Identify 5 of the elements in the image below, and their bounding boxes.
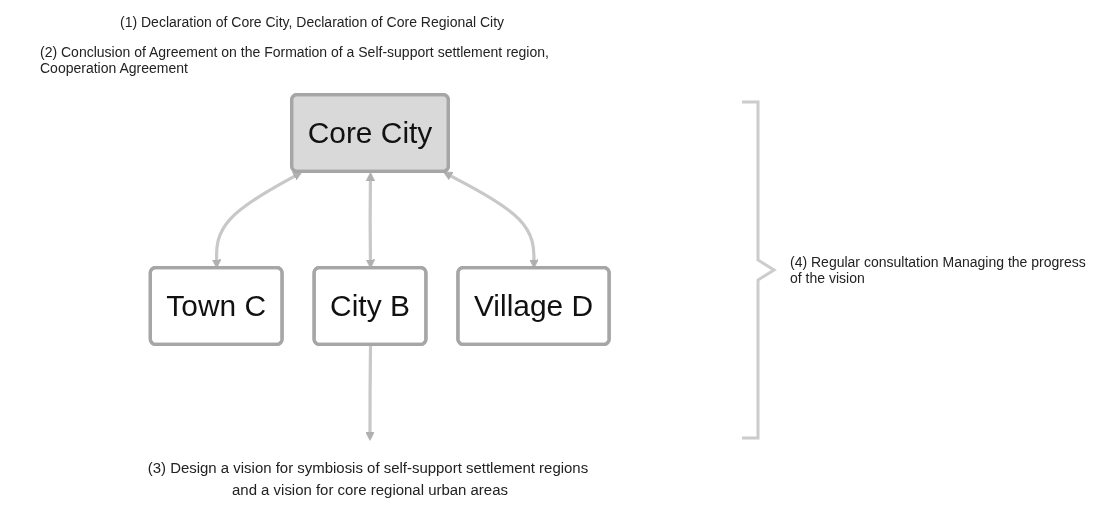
node-text: (3) Design a vision for symbiosis of self-support settlement regions and a vision for core regional urban areas xyxy=(147,458,589,499)
arrow xyxy=(365,344,375,441)
step-note: (1) Declaration of Core City, Declaration of Core Regional City xyxy=(120,14,505,30)
step-note: (4) Regular consultation Managing the progress of the vision xyxy=(790,254,1087,286)
step-note: (2) Conclusion of Agreement on the Formation of a Self-support settlement region, Cooperation Agreement xyxy=(40,44,550,76)
